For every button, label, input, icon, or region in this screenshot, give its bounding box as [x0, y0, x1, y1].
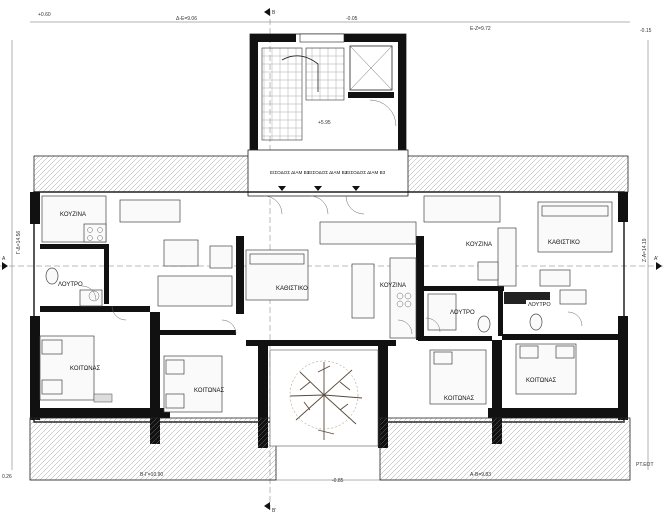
right-bath-fixtures [427, 289, 587, 333]
level-labels: +0.60 -0.05 -0.15 +5.95 -0.85 0.26 PT.ΕΟ… [2, 12, 654, 484]
level-bottom-right: PT.ΕΟΤ [636, 462, 654, 468]
level-stair: +5.95 [318, 120, 331, 126]
room-bed-left: ΚΟΙΤΩΝΑΣ [70, 366, 101, 372]
room-bed-right: ΚΟΙΤΩΝΑΣ [526, 378, 557, 384]
dimension-labels: Δ-Ε=9.06 Ε-Ζ=9.72 Γ-Δ=14.56 Ζ-Α=14.19 Β-… [16, 16, 648, 478]
section-right: Α' [654, 256, 658, 262]
left-bath-fixtures [45, 267, 103, 307]
room-living-center: ΚΑΘΙΣΤΙΚΟ [276, 286, 308, 292]
dim-top-left: Δ-Ε=9.06 [176, 16, 197, 22]
room-kitchen-center: ΚΟΥΖΙΝΑ [380, 283, 406, 289]
level-top-center: -0.05 [346, 16, 358, 22]
entrance-b1-label: ΕΙΣΟΔΟΣ ΔΙΑΜ Β1 [270, 170, 310, 175]
section-left: Α [2, 256, 6, 262]
entrance-b3-label: ΕΙΣΟΔΟΣ ΔΙΑΜ Β3 [346, 170, 386, 175]
room-living-right: ΚΑΘΙΣΤΙΚΟ [548, 240, 580, 246]
dim-top-right: Ε-Ζ=9.72 [470, 26, 491, 32]
section-top: Β [272, 10, 276, 16]
level-top-left: +0.60 [38, 12, 51, 18]
section-mark-labels: Β Β' Α Α' [2, 10, 658, 514]
section-bottom: Β' [272, 508, 276, 514]
room-bed-right-center: ΚΟΙΤΩΝΑΣ [444, 396, 475, 402]
center-kitchen-fixtures [389, 257, 417, 339]
right-kitchen-fixtures [423, 195, 517, 287]
level-bottom-center: -0.85 [332, 478, 344, 484]
stair-tower [249, 33, 407, 155]
room-bath-left: ΛΟΥΤΡΟ [58, 282, 83, 288]
center-bed [163, 355, 223, 413]
room-kitchen-left: ΚΟΥΖΙΝΑ [60, 212, 86, 218]
upper-balconies [33, 149, 629, 197]
section-markers [2, 8, 662, 510]
staircase [261, 47, 345, 141]
dim-right-side: Ζ-Α=14.19 [642, 238, 648, 262]
left-kitchen-fixtures [41, 195, 181, 243]
left-living-furniture [157, 239, 233, 307]
courtyard-tree [269, 349, 379, 447]
entrance-arrows [278, 186, 360, 191]
room-labels: ΚΟΥΖΙΝΑ ΛΟΥΤΡΟ ΚΟΙΤΩΝΑΣ ΚΑΘΙΣΤΙΚΟ ΚΟΙΤΩΝ… [58, 212, 580, 402]
center-living-furniture [245, 221, 417, 319]
elevator-shaft [348, 45, 394, 98]
room-bath-center: ΛΟΥΤΡΟ [450, 310, 475, 316]
dim-left-side: Γ-Δ=14.56 [16, 231, 22, 254]
room-bath-right: ΛΟΥΤΡΟ [528, 302, 551, 308]
door-swings [81, 195, 583, 335]
room-bed-center: ΚΟΙΤΩΝΑΣ [194, 388, 225, 394]
level-top-right: -0.15 [640, 28, 652, 34]
dim-bottom-left: Β-Γ=10.90 [140, 472, 163, 478]
left-bed [39, 335, 113, 403]
dim-bottom-right: Α-Β=9.83 [470, 472, 491, 478]
room-kitchen-right: ΚΟΥΖΙΝΑ [466, 242, 492, 248]
right-beds [429, 343, 577, 405]
entrance-labels: ΕΙΣΟΔΟΣ ΔΙΑΜ Β1 ΕΙΣΟΔΟΣ ΔΙΑΜ Β2 ΕΙΣΟΔΟΣ … [270, 170, 386, 175]
lower-balconies [29, 417, 631, 481]
entrance-b2-label: ΕΙΣΟΔΟΣ ΔΙΑΜ Β2 [308, 170, 348, 175]
level-bottom-left: 0.26 [2, 474, 12, 480]
right-living-furniture [537, 201, 613, 287]
